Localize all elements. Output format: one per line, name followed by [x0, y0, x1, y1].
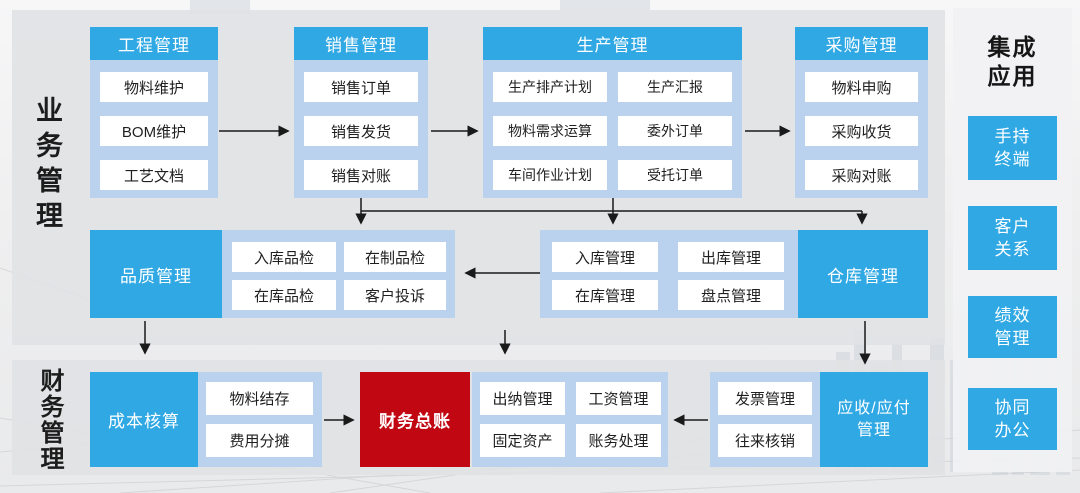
node-production-report: 生产汇报 [618, 72, 732, 102]
node-cost-accounting: 成本核算 [90, 372, 198, 467]
integration-title: 集成 应用 [987, 34, 1038, 89]
node-bom-maintenance: BOM维护 [100, 116, 208, 146]
app-collaborative-office: 协同 办公 [968, 388, 1057, 450]
node-warehouse-management: 仓库管理 [798, 230, 928, 318]
node-expense-allocation: 费用分摊 [206, 424, 313, 457]
node-cashier-management: 出纳管理 [480, 382, 565, 415]
node-outsourcing-order: 委外订单 [618, 116, 732, 146]
node-inprocess-inspection: 在制品检 [344, 242, 446, 272]
node-workshop-plan: 车间作业计划 [493, 160, 607, 190]
node-inbound-management: 入库管理 [552, 242, 658, 272]
app-customer-relations: 客户 关系 [968, 206, 1057, 270]
node-invoice-management: 发票管理 [718, 382, 812, 415]
node-mrp-calculation: 物料需求运算 [493, 116, 607, 146]
node-purchase-reconciliation: 采购对账 [805, 160, 918, 190]
node-fixed-assets: 固定资产 [480, 424, 565, 457]
column-header-production: 生产管理 [483, 27, 742, 60]
app-performance-management: 绩效 管理 [968, 296, 1057, 358]
node-incoming-inspection: 入库品检 [232, 242, 336, 272]
column-header-engineering: 工程管理 [90, 27, 218, 60]
node-sales-delivery: 销售发货 [304, 116, 418, 146]
node-receivable-payable: 应收/应付 管理 [820, 372, 928, 467]
node-process-documents: 工艺文档 [100, 160, 208, 190]
node-material-balance: 物料结存 [206, 382, 313, 415]
node-sales-reconciliation: 销售对账 [304, 160, 418, 190]
business-section-label: 业务管理 [32, 96, 62, 236]
app-handheld-terminal: 手持 终端 [968, 116, 1057, 180]
finance-section-label: 财务管理 [36, 368, 63, 472]
node-payroll-management: 工资管理 [576, 382, 661, 415]
column-header-sales: 销售管理 [294, 27, 428, 60]
node-general-ledger: 财务总账 [360, 372, 470, 467]
node-entrusted-order: 受托订单 [618, 160, 732, 190]
node-material-maintenance: 物料维护 [100, 72, 208, 102]
node-outbound-management: 出库管理 [678, 242, 784, 272]
node-writeoff-management: 往来核销 [718, 424, 812, 457]
node-purchase-receipt: 采购收货 [805, 116, 918, 146]
node-quality-management: 品质管理 [90, 230, 222, 318]
node-account-processing: 账务处理 [576, 424, 661, 457]
node-instock-management: 在库管理 [552, 280, 658, 310]
column-header-purchasing: 采购管理 [795, 27, 928, 60]
node-customer-complaint: 客户投诉 [344, 280, 446, 310]
node-sales-order: 销售订单 [304, 72, 418, 102]
node-material-requisition: 物料申购 [805, 72, 918, 102]
node-instock-inspection: 在库品检 [232, 280, 336, 310]
node-stocktaking-management: 盘点管理 [678, 280, 784, 310]
node-production-scheduling: 生产排产计划 [493, 72, 607, 102]
